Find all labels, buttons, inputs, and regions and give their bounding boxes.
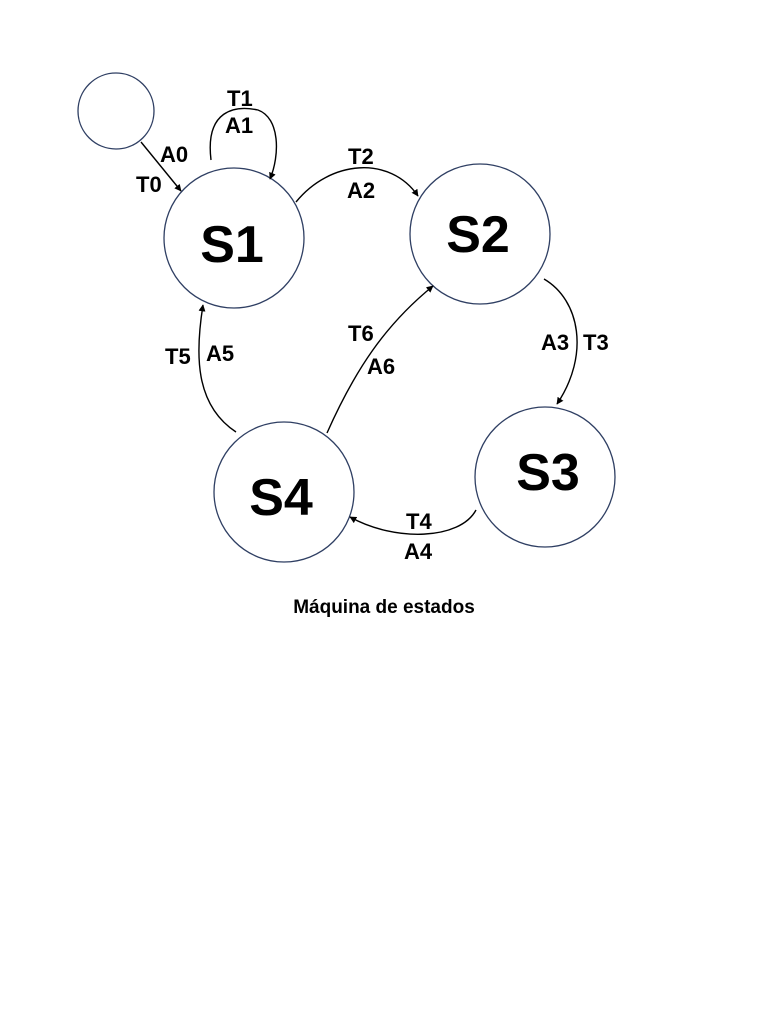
transition-t4-arrow [349, 509, 477, 535]
transition-t3-trigger: T3 [583, 330, 609, 355]
state-s4-label: S4 [249, 469, 313, 527]
transition-t4-trigger: T4 [406, 509, 432, 534]
state-s4-circle [213, 421, 355, 563]
transition-t6-action: A6 [367, 354, 395, 379]
transition-t0-action: A0 [160, 142, 188, 167]
state-s2-circle [409, 163, 551, 305]
state-s1-circle [163, 167, 305, 309]
transition-t1-trigger: T1 [227, 86, 253, 111]
transition-t5-action: A5 [206, 341, 234, 366]
state-s3-label: S3 [516, 444, 580, 502]
transition-t0-arrow [140, 141, 182, 192]
diagram-caption: Máquina de estados [293, 597, 475, 618]
transition-t1-action: A1 [225, 113, 253, 138]
state-s2-label: S2 [446, 206, 510, 264]
initial-state-circle [77, 72, 155, 150]
transition-t5-trigger: T5 [165, 344, 191, 369]
transition-t6-trigger: T6 [348, 321, 374, 346]
transition-t1-arrow [209, 107, 278, 180]
state-s1-label: S1 [200, 216, 264, 274]
transition-t2-trigger: T2 [348, 144, 374, 169]
transition-t0-trigger: T0 [136, 172, 162, 197]
state-s3-circle [474, 406, 616, 548]
transition-t5-arrow [198, 304, 237, 433]
transition-t2-action: A2 [347, 178, 375, 203]
transition-t3-arrow [543, 278, 578, 405]
transition-t4-action: A4 [404, 539, 433, 564]
transition-t6-arrow [326, 285, 434, 434]
transition-t2-arrow [295, 167, 419, 203]
transition-t3-action: A3 [541, 330, 569, 355]
